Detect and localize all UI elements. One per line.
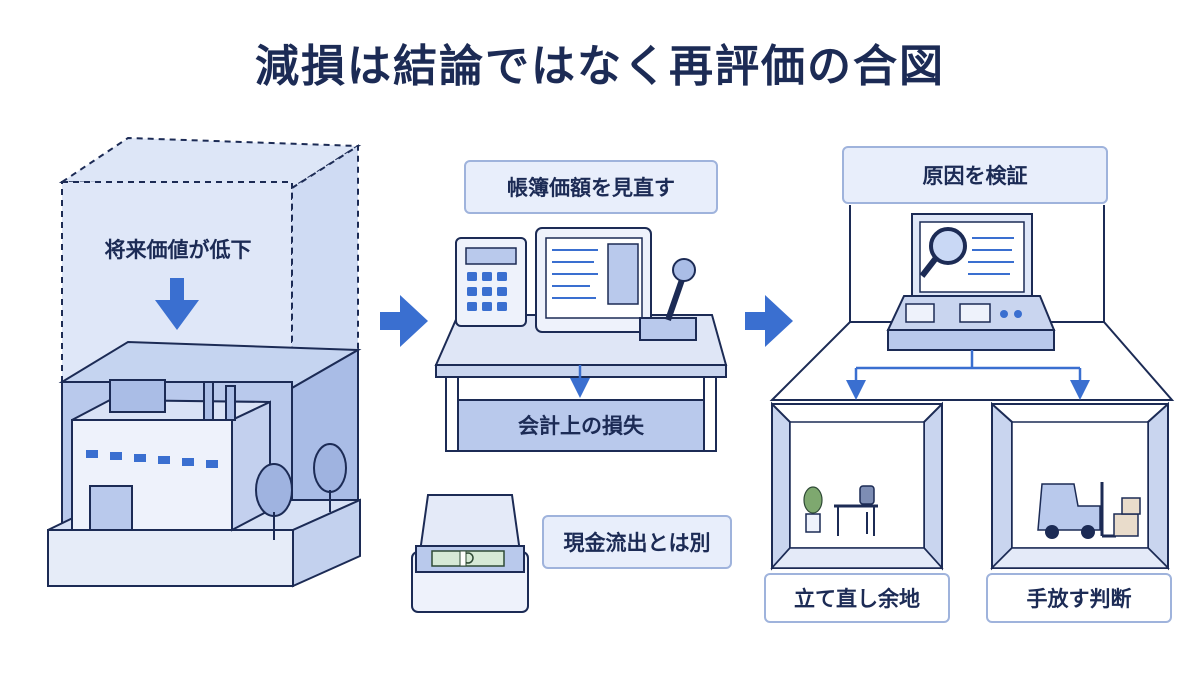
down-arrow-icon <box>155 278 199 330</box>
right-arrow-icon-2 <box>745 295 793 347</box>
accounting-loss-label: 会計上の損失 <box>518 414 644 438</box>
review-book-value-label: 帳簿価額を見直す <box>464 160 718 214</box>
future-value-label: 将来価値が低下 <box>104 238 252 262</box>
factory-illustration <box>47 340 362 588</box>
warehouse-room-illustration <box>990 401 1170 571</box>
verify-cause-label: 原因を検証 <box>842 146 1108 204</box>
not-cash-outflow-label: 現金流出とは別 <box>542 515 732 569</box>
cash-box-illustration <box>411 494 529 613</box>
future-value-box <box>58 136 362 384</box>
room-to-rebuild-label: 立て直し余地 <box>764 573 950 623</box>
right-arrow-icon <box>380 295 428 347</box>
analysis-console-illustration <box>769 205 1175 401</box>
accounting-desk-illustration <box>434 227 728 452</box>
page-title: 減損は結論ではなく再評価の合図 <box>255 41 945 92</box>
decision-to-let-go-label: 手放す判断 <box>986 573 1172 623</box>
office-room-illustration <box>770 401 944 571</box>
